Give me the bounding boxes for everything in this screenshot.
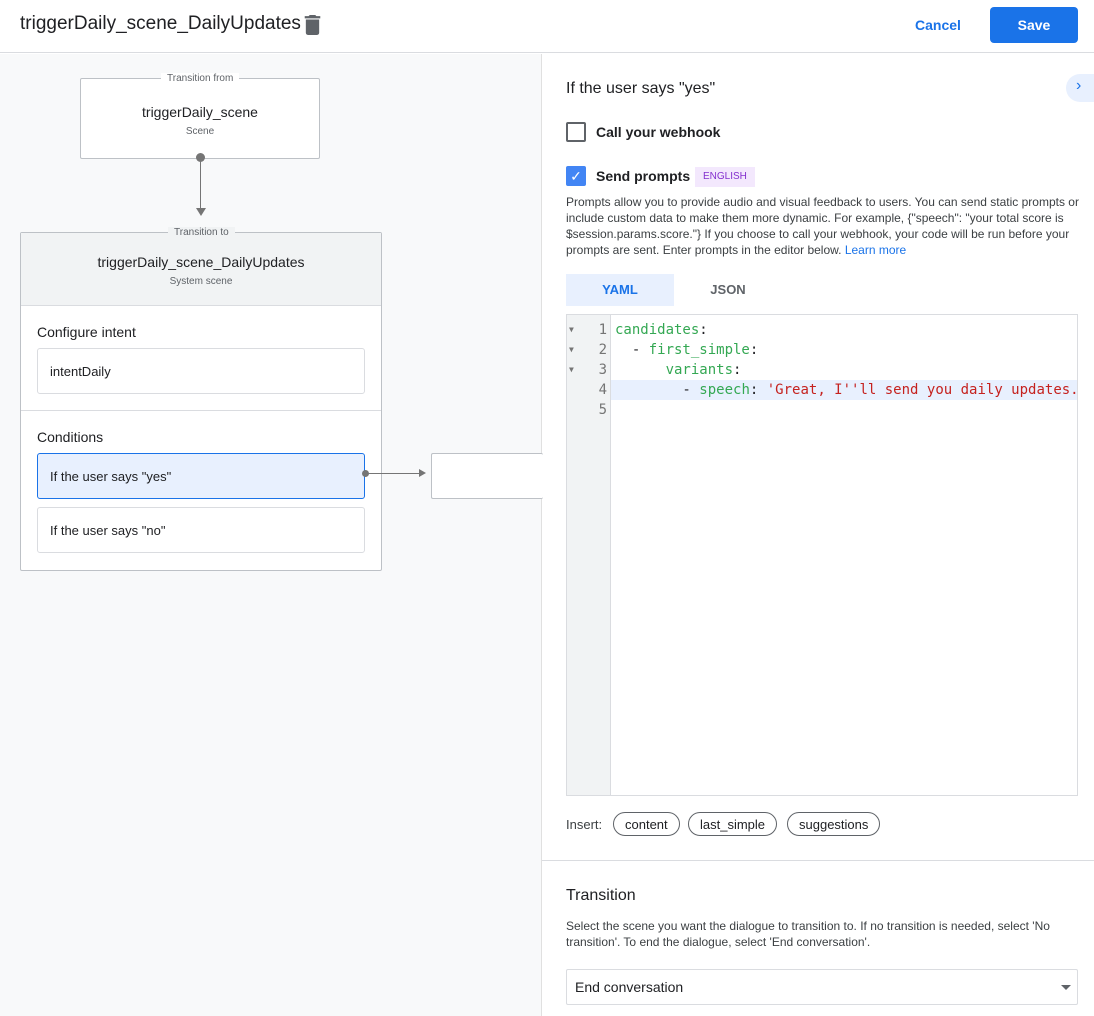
divider: [542, 860, 1094, 861]
flow-canvas: Transition from triggerDaily_scene Scene…: [0, 54, 543, 1016]
line-numbers: ▼ 1 ▼ 2 ▼ 3 4 5: [567, 320, 607, 420]
tab-json[interactable]: JSON: [710, 282, 746, 297]
collapse-panel-chevron-icon[interactable]: ›: [1066, 74, 1094, 102]
send-prompts-label: Send prompts: [596, 168, 691, 184]
cancel-button[interactable]: Cancel: [905, 8, 971, 42]
editor-gutter: [567, 315, 611, 795]
dropdown-arrow-icon: [1061, 985, 1071, 990]
code-line: candidates:: [615, 322, 708, 338]
code-editor[interactable]: ▼ 1 ▼ 2 ▼ 3 4 5 candidates: - first_simple:…: [566, 314, 1078, 796]
configure-intent-heading: Configure intent: [37, 324, 136, 340]
trash-icon[interactable]: [304, 15, 321, 35]
from-scene-type: Scene: [185, 126, 215, 137]
intent-item[interactable]: intentDaily: [37, 348, 365, 394]
code-line: variants:: [665, 362, 742, 378]
fold-arrow-icon[interactable]: ▼: [569, 345, 574, 354]
connector-dot: [196, 153, 205, 162]
condition-yes[interactable]: If the user says "yes": [37, 453, 365, 499]
tab-yaml[interactable]: YAML: [566, 274, 674, 306]
line-number: 2: [598, 342, 607, 358]
learn-more-link[interactable]: Learn more: [844, 243, 907, 257]
page-title: triggerDaily_scene_DailyUpdates: [20, 13, 301, 34]
line-number: 3: [598, 362, 607, 378]
code-lines: candidates: - first_simple: variants: - …: [615, 320, 1077, 400]
to-scene-name: triggerDaily_scene_DailyUpdates: [97, 254, 305, 270]
insert-chip-suggestions[interactable]: suggestions: [787, 812, 881, 836]
connector-line: [200, 158, 201, 208]
fold-arrow-icon[interactable]: ▼: [569, 325, 574, 334]
transition-description: Select the scene you want the dialogue t…: [566, 919, 1050, 949]
transition-from-card[interactable]: Transition from triggerDaily_scene Scene: [80, 73, 320, 159]
transition-heading: Transition: [566, 887, 636, 904]
from-scene-name: triggerDaily_scene: [142, 104, 258, 120]
webhook-checkbox[interactable]: [566, 122, 586, 142]
condition-panel: › If the user says "yes" Call your webho…: [542, 54, 1094, 1016]
divider: [21, 410, 381, 411]
code-line: - first_simple:: [615, 342, 759, 358]
active-line-highlight: [611, 380, 1077, 400]
transition-target-card[interactable]: [431, 453, 543, 499]
transition-to-card: Transition to triggerDaily_scene_DailyUp…: [20, 227, 382, 571]
insert-chip-last-simple[interactable]: last_simple: [688, 812, 778, 836]
arrow-right-icon: [419, 469, 426, 477]
connector-dot: [362, 470, 369, 477]
top-bar: triggerDaily_scene_DailyUpdates Cancel S…: [0, 0, 1094, 53]
prompts-description: Prompts allow you to provide audio and v…: [566, 194, 1081, 258]
transition-to-legend: Transition to: [168, 227, 235, 238]
line-number: 5: [598, 402, 607, 418]
connector-line: [366, 473, 420, 474]
scene-header[interactable]: [21, 233, 381, 306]
condition-no[interactable]: If the user says "no": [37, 507, 365, 553]
description-text: Prompts allow you to provide audio and v…: [566, 195, 1079, 257]
transition-from-legend: Transition from: [161, 73, 240, 84]
webhook-label: Call your webhook: [596, 124, 721, 140]
code-line: - speech: 'Great, I''ll send you daily u…: [615, 382, 1077, 398]
arrow-down-icon: [196, 208, 206, 216]
transition-selected-value: End conversation: [575, 979, 684, 995]
to-scene-type: System scene: [169, 276, 233, 287]
line-number: 4: [598, 382, 607, 398]
conditions-heading: Conditions: [37, 429, 104, 445]
line-number: 1: [598, 322, 607, 338]
save-button[interactable]: Save: [990, 7, 1078, 43]
insert-chip-content[interactable]: content: [613, 812, 680, 836]
insert-label: Insert:: [566, 817, 603, 832]
send-prompts-checkbox[interactable]: ✓: [566, 166, 586, 186]
language-badge: ENGLISH: [695, 167, 755, 187]
fold-arrow-icon[interactable]: ▼: [569, 365, 574, 374]
panel-title: If the user says "yes": [566, 80, 716, 97]
transition-select[interactable]: End conversation: [566, 969, 1078, 1005]
checkmark-icon: ✓: [570, 168, 582, 184]
